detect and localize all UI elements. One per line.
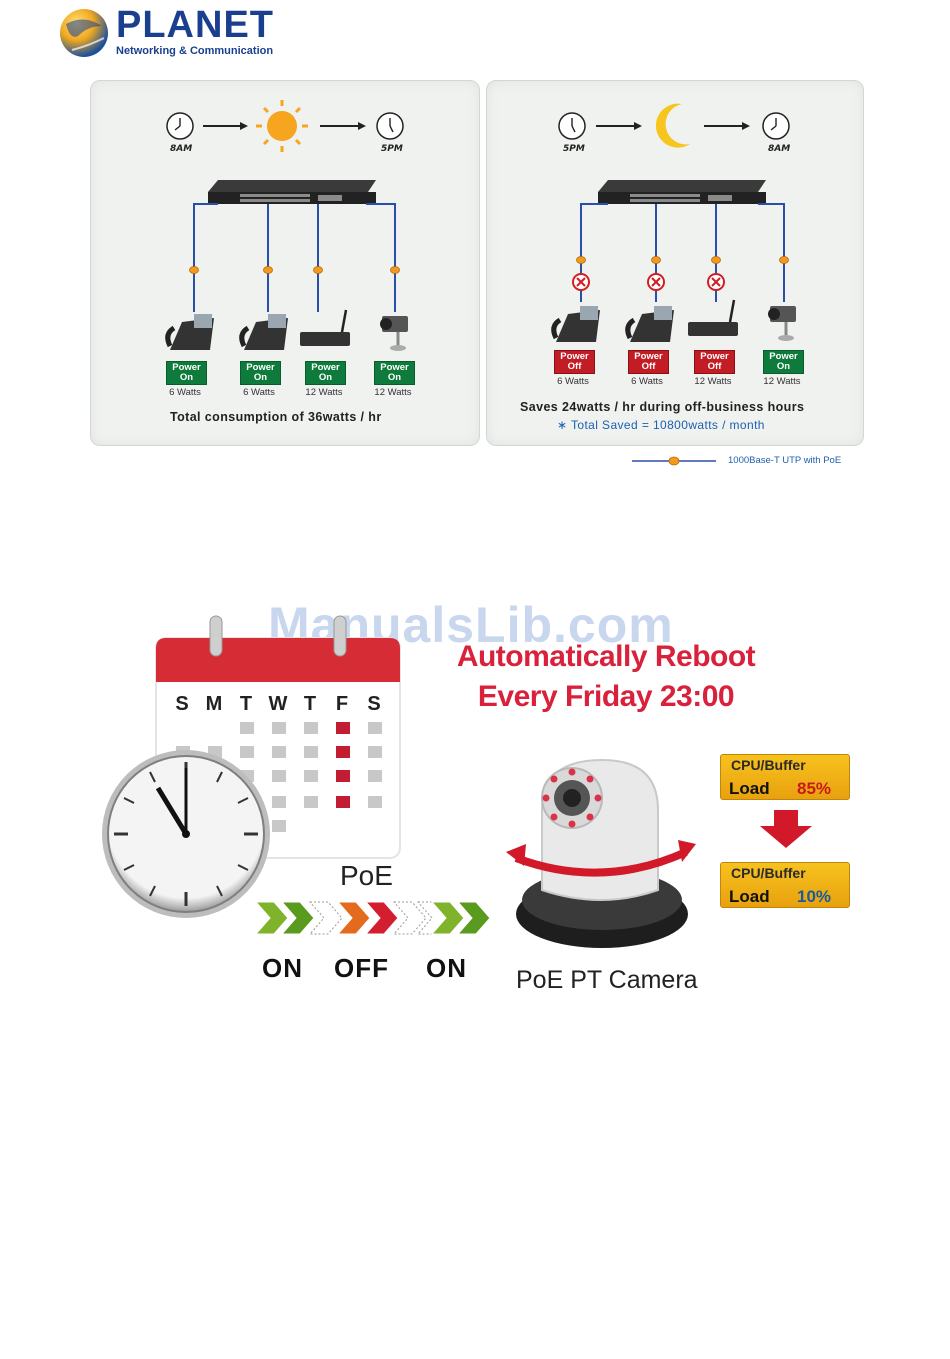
arrow-icon: [320, 122, 366, 130]
ip-phone-icon: [165, 314, 214, 350]
load-word: Load: [729, 779, 770, 798]
total-saved: ∗ Total Saved = 10800watts / month: [557, 418, 765, 432]
wireless-ap-icon: [300, 309, 350, 346]
device-watts: 12 Watts: [374, 387, 412, 398]
poe-cables: [580, 203, 785, 302]
ip-phone-icon: [239, 314, 288, 350]
weekday-label: S: [175, 693, 189, 715]
load-title: CPU/Buffer: [731, 757, 806, 773]
poe-cables: [193, 203, 396, 312]
reboot-headline-line1: Automatically Reboot: [456, 640, 756, 673]
weekday-label: T: [239, 693, 253, 715]
power-status-badge: Power Off: [694, 350, 735, 374]
globe-icon: [60, 9, 108, 57]
power-status-badge: Power Off: [554, 350, 595, 374]
ip-phone-icon: [551, 306, 600, 342]
state-on-label: ON: [262, 953, 303, 983]
day-diagram: [165, 100, 408, 351]
down-arrow-icon: [760, 810, 812, 848]
poe-injector-dots: [576, 256, 789, 264]
camera-label: PoE PT Camera: [516, 966, 698, 994]
device-watts: 6 Watts: [631, 376, 663, 387]
start-time: 5PM: [563, 144, 585, 154]
calendar-grid: [176, 722, 382, 832]
load-before-value: 85%: [797, 779, 832, 798]
wall-clock-icon: [102, 750, 270, 918]
power-cut-icon: [572, 273, 725, 291]
ip-phone-icon: [625, 306, 674, 342]
load-before-badge: CPU/Buffer Load 85%: [720, 754, 850, 800]
brand-tagline: Networking & Communication: [116, 45, 274, 57]
moon-icon: [655, 103, 690, 148]
brand-name: PLANET: [116, 4, 274, 46]
legend-cable-icon: [632, 456, 716, 466]
power-status-badge: Power On: [374, 361, 415, 385]
night-panel: [486, 80, 864, 446]
load-word: Load: [729, 887, 770, 906]
load-after-badge: CPU/Buffer Load 10%: [720, 862, 850, 908]
night-diagram: [551, 103, 796, 342]
reboot-headline-line2: Every Friday 23:00: [477, 680, 735, 713]
pt-camera-icon: [506, 758, 696, 948]
night-summary: Saves 24watts / hr during off-business h…: [520, 400, 805, 414]
poe-switch-icon: [598, 180, 766, 204]
state-on-label: ON: [426, 953, 467, 983]
power-status-badge: Power On: [166, 361, 207, 385]
ip-camera-icon: [768, 306, 796, 341]
arrow-icon: [596, 122, 642, 130]
start-time: 8AM: [170, 144, 193, 154]
device-watts: 12 Watts: [763, 376, 801, 387]
clock-icon: [166, 112, 194, 140]
power-status-badge: Power Off: [628, 350, 669, 374]
arrow-icon: [704, 122, 750, 130]
clock-icon: [762, 112, 790, 140]
device-watts: 12 Watts: [694, 376, 732, 387]
weekday-label: T: [303, 693, 317, 715]
power-status-badge: Power On: [763, 350, 804, 374]
wireless-ap-icon: [688, 299, 738, 336]
poe-label: PoE: [340, 860, 393, 891]
end-time: 5PM: [381, 144, 403, 154]
day-summary: Total consumption of 36watts / hr: [170, 410, 382, 424]
state-off-label: OFF: [334, 953, 389, 983]
clock-icon: [558, 112, 586, 140]
sun-icon: [256, 100, 308, 152]
end-time: 8AM: [768, 144, 791, 154]
brand-logo: [58, 6, 268, 62]
device-watts: 6 Watts: [243, 387, 275, 398]
power-status-badge: Power On: [305, 361, 346, 385]
weekday-label: F: [335, 693, 349, 715]
legend-label: 1000Base-T UTP with PoE: [728, 455, 842, 466]
device-watts: 6 Watts: [557, 376, 589, 387]
weekday-label: M: [205, 693, 223, 715]
poe-switch-icon: [208, 180, 376, 204]
weekday-label: S: [367, 693, 381, 715]
device-watts: 6 Watts: [169, 387, 201, 398]
day-panel: [90, 80, 480, 446]
load-title: CPU/Buffer: [731, 865, 806, 881]
clock-icon: [376, 112, 404, 140]
device-watts: 12 Watts: [305, 387, 343, 398]
poe-chevrons-icon: [256, 901, 491, 935]
arrow-icon: [203, 122, 248, 130]
ip-camera-icon: [380, 316, 408, 351]
weekday-label: W: [268, 693, 288, 715]
power-status-badge: Power On: [240, 361, 281, 385]
load-after-value: 10%: [797, 887, 832, 906]
poe-injector-dots: [189, 266, 400, 274]
